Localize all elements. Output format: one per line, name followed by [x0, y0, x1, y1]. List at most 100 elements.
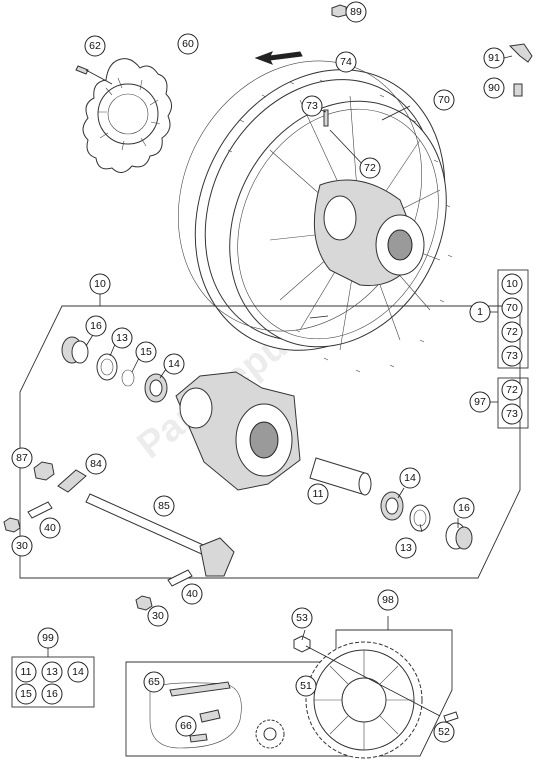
callout-91[interactable]: 91: [483, 47, 505, 69]
svg-text:90: 90: [488, 82, 500, 94]
svg-text:13: 13: [116, 332, 128, 344]
callout-kit99-15[interactable]: 15: [15, 683, 37, 705]
callout-kit99-11[interactable]: 11: [15, 661, 37, 683]
callout-kit1-10[interactable]: 10: [501, 273, 523, 295]
svg-text:40: 40: [186, 588, 198, 600]
callout-14-right[interactable]: 14: [399, 467, 421, 489]
callout-30-left[interactable]: 30: [11, 535, 33, 557]
svg-text:89: 89: [350, 6, 362, 18]
callout-97[interactable]: 97: [469, 391, 491, 413]
callout-89[interactable]: 89: [345, 1, 367, 23]
chain-link-66[interactable]: [189, 709, 221, 743]
callout-1[interactable]: 1: [469, 301, 491, 323]
callout-70[interactable]: 70: [433, 89, 455, 111]
front-sprocket[interactable]: [255, 719, 285, 749]
callout-74[interactable]: 74: [335, 51, 357, 73]
sprocket-carrier[interactable]: [293, 635, 311, 653]
callout-kit97-72[interactable]: 72: [501, 379, 523, 401]
svg-text:99: 99: [42, 632, 54, 644]
axle-nut-87[interactable]: [33, 461, 55, 481]
svg-text:72: 72: [364, 162, 376, 174]
callout-kit99-16[interactable]: 16: [41, 683, 63, 705]
chain-adjuster-84-left[interactable]: [57, 469, 87, 493]
circlip-15[interactable]: [121, 369, 135, 387]
hub[interactable]: [175, 371, 301, 491]
svg-text:73: 73: [506, 350, 518, 362]
svg-text:66: 66: [180, 720, 192, 732]
callout-53[interactable]: 53: [291, 607, 313, 629]
adjuster-bolt-40-right[interactable]: [167, 569, 193, 587]
svg-text:1: 1: [477, 306, 483, 318]
callout-40-right[interactable]: 40: [181, 583, 203, 605]
callout-kit1-70[interactable]: 70: [501, 297, 523, 319]
callout-16-right[interactable]: 16: [453, 497, 475, 519]
bearing-16-left[interactable]: [61, 336, 89, 364]
brake-disc[interactable]: [82, 58, 172, 173]
svg-text:52: 52: [438, 726, 450, 738]
svg-text:73: 73: [306, 100, 318, 112]
callout-51[interactable]: 51: [295, 675, 317, 697]
callout-14-left[interactable]: 14: [163, 353, 185, 375]
callout-16-left[interactable]: 16: [85, 315, 107, 337]
svg-text:30: 30: [16, 540, 28, 552]
callout-52[interactable]: 52: [433, 721, 455, 743]
rim-hub[interactable]: [313, 179, 425, 287]
callout-40-left[interactable]: 40: [39, 517, 61, 539]
callout-85[interactable]: 85: [153, 495, 175, 517]
callout-kit99-13[interactable]: 13: [41, 661, 63, 683]
bearing-14-left[interactable]: [144, 373, 168, 403]
callout-87[interactable]: 87: [11, 447, 33, 469]
callout-72[interactable]: 72: [359, 157, 381, 179]
svg-text:11: 11: [313, 488, 324, 500]
callout-62[interactable]: 62: [84, 35, 106, 57]
svg-text:14: 14: [72, 666, 84, 678]
valve-tool-91[interactable]: [503, 43, 533, 63]
callout-13-left[interactable]: 13: [111, 327, 133, 349]
callout-60[interactable]: 60: [177, 33, 199, 55]
valve[interactable]: [323, 109, 329, 127]
adjuster-bolt-40-left[interactable]: [27, 501, 53, 519]
svg-text:74: 74: [340, 56, 352, 68]
spacer-sleeve-11[interactable]: [309, 457, 372, 496]
callout-73[interactable]: 73: [301, 95, 323, 117]
callout-kit97-73[interactable]: 73: [501, 403, 523, 425]
callout-kit99-14[interactable]: 14: [67, 661, 89, 683]
callout-99[interactable]: 99: [37, 627, 59, 649]
nut-30-right[interactable]: [135, 595, 153, 611]
svg-text:85: 85: [158, 500, 170, 512]
bearing-16-right[interactable]: [445, 522, 473, 550]
svg-text:91: 91: [488, 52, 500, 64]
svg-text:98: 98: [382, 594, 394, 606]
svg-text:51: 51: [300, 680, 312, 692]
rear-sprocket[interactable]: [305, 641, 423, 759]
sprocket-bolt-52[interactable]: [305, 645, 459, 723]
disc-screw[interactable]: [75, 65, 113, 85]
svg-text:62: 62: [89, 40, 101, 52]
cap-89[interactable]: [331, 4, 347, 18]
callout-13-right[interactable]: 13: [395, 537, 417, 559]
svg-text:14: 14: [404, 472, 416, 484]
svg-text:16: 16: [46, 688, 58, 700]
callout-65[interactable]: 65: [143, 671, 165, 693]
callout-11[interactable]: 11: [307, 483, 329, 505]
callout-30-right[interactable]: 30: [147, 605, 169, 627]
valve-cap-90[interactable]: [513, 83, 523, 97]
svg-text:11: 11: [21, 666, 32, 678]
svg-text:10: 10: [94, 278, 106, 290]
callout-98[interactable]: 98: [377, 589, 399, 611]
callout-66[interactable]: 66: [175, 715, 197, 737]
spacer-13-right[interactable]: [409, 504, 431, 532]
callout-90[interactable]: 90: [483, 77, 505, 99]
svg-text:87: 87: [16, 452, 28, 464]
nut-30-left[interactable]: [3, 517, 21, 533]
spacer-13-left[interactable]: [96, 353, 118, 381]
callout-kit1-72[interactable]: 72: [501, 321, 523, 343]
chain[interactable]: [149, 681, 242, 749]
callout-84[interactable]: 84: [85, 453, 107, 475]
kit-box-97: [497, 377, 529, 429]
callout-kit1-73[interactable]: 73: [501, 345, 523, 367]
axle-85[interactable]: [85, 493, 235, 577]
callout-15[interactable]: 15: [135, 341, 157, 363]
callout-10-top[interactable]: 10: [89, 273, 111, 295]
bearing-14-right[interactable]: [380, 491, 404, 521]
